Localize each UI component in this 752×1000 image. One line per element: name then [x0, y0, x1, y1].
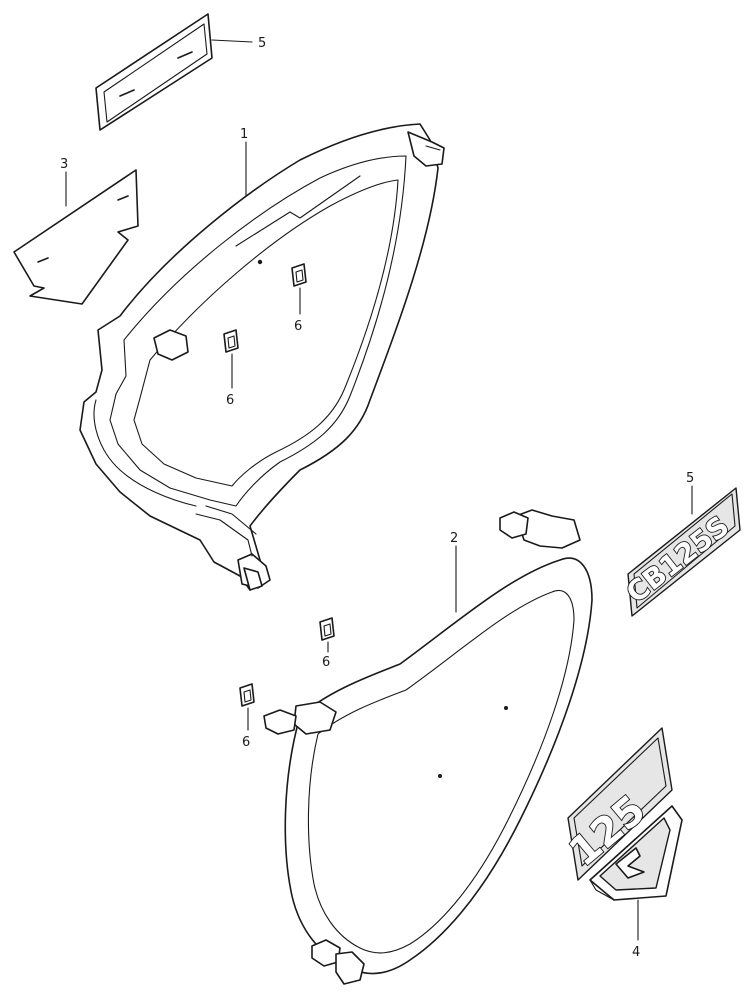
callout-3: 3	[60, 157, 68, 172]
part-5-model-emblem: CB125S	[619, 487, 741, 617]
part-5-plate	[95, 13, 213, 131]
part-6-clip-a	[291, 263, 307, 287]
part-4-decal	[589, 805, 683, 901]
callout-4: 4	[632, 945, 640, 960]
callout-6-d: 6	[242, 735, 250, 750]
part-1-left-side-cover	[79, 123, 445, 591]
part-3-bracket	[13, 169, 139, 305]
callout-2: 2	[450, 531, 458, 546]
leader-5-top	[211, 39, 253, 43]
callout-6-a: 6	[294, 319, 302, 334]
part-6-clip-d	[239, 683, 255, 707]
callout-1: 1	[240, 127, 248, 142]
part-6-clip-c	[319, 617, 335, 641]
callout-5-right: 5	[686, 471, 694, 486]
part-6-clip-b	[223, 329, 239, 353]
callout-5-top: 5	[258, 36, 266, 51]
callout-6-c: 6	[322, 655, 330, 670]
model-emblem-text: CB125S	[620, 509, 735, 609]
part-2-right-side-cover	[263, 509, 593, 985]
callout-6-b: 6	[226, 393, 234, 408]
